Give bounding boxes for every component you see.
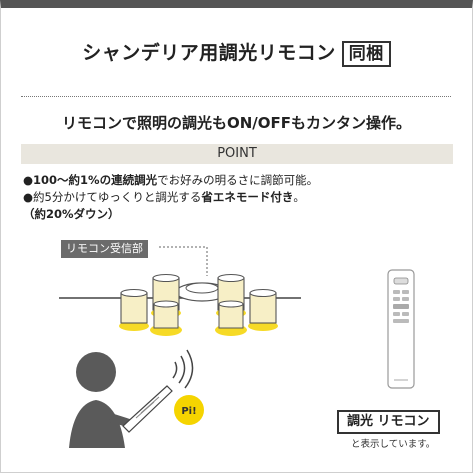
- bullet-mark: ●: [23, 190, 34, 204]
- remote-note: と表示しています。: [351, 439, 436, 450]
- chandelier-illustration: Pi!: [59, 246, 415, 448]
- lamp-shade: [150, 273, 182, 336]
- lamp-shade: [119, 288, 149, 331]
- dotted-divider: [21, 96, 451, 97]
- feature-note: （約20%ダウン）: [23, 207, 120, 221]
- leader-line: [159, 246, 208, 276]
- signal-waves-icon: [172, 349, 194, 389]
- lamp-shade: [215, 273, 247, 336]
- handheld-remote-icon: [122, 385, 173, 433]
- beep-text: Pi!: [181, 406, 196, 417]
- page-title: シャンデリア用調光リモコン同梱: [1, 38, 472, 67]
- title-text: シャンデリア用調光リモコン: [82, 42, 336, 64]
- feature-text: 。: [293, 190, 305, 204]
- hub-top: [185, 282, 219, 294]
- included-badge: 同梱: [341, 41, 391, 67]
- feature-text: 約5分かけてゆっくりと調光する: [33, 190, 202, 204]
- bullet-mark: ●: [23, 173, 34, 187]
- feature-bold: 省エネモード付き: [201, 190, 294, 204]
- lamp-shade: [248, 288, 278, 331]
- feature-list: ●100〜約1%の連続調光でお好みの明るさに調節可能。 ●約5分かけてゆっくりと…: [23, 172, 463, 223]
- subtitle: リモコンで照明の調光もON/OFFもカンタン操作。: [61, 114, 412, 132]
- remote-label: 調光 リモコン: [337, 410, 440, 434]
- point-heading: POINT: [21, 144, 453, 164]
- person-icon: [69, 352, 133, 448]
- feature-item-eco-mode: ●約5分かけてゆっくりと調光する省エネモード付き。: [23, 189, 463, 206]
- feature-item-dimming: ●100〜約1%の連続調光でお好みの明るさに調節可能。: [23, 172, 463, 189]
- beep-bubble: Pi!: [174, 395, 204, 425]
- feature-bold: 100〜約1%の連続調光: [33, 173, 158, 187]
- feature-text: でお好みの明るさに調節可能。: [157, 173, 319, 187]
- receiver-label: リモコン受信部: [61, 240, 148, 258]
- feature-item-note: （約20%ダウン）: [23, 206, 463, 223]
- remote-control-icon: [387, 269, 415, 389]
